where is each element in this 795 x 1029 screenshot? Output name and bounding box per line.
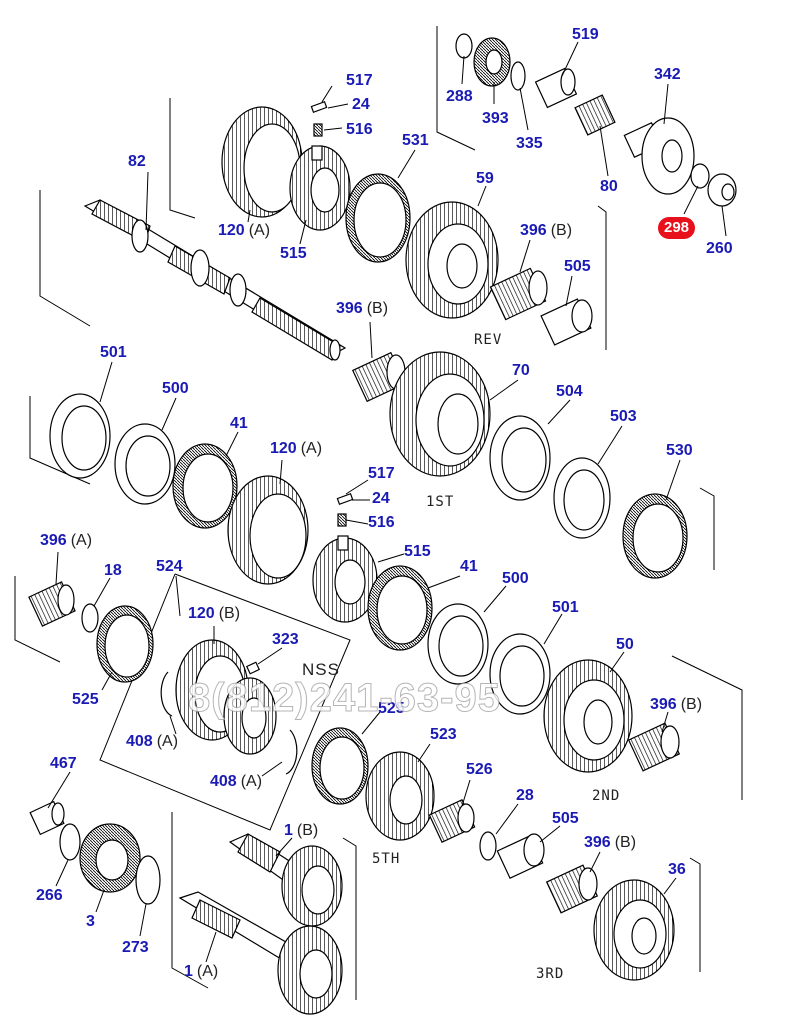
top-right-parts	[455, 33, 737, 207]
callout-505-bottom: 505	[552, 810, 579, 827]
rings-41-500-501-lower	[367, 565, 551, 715]
callout-266: 266	[36, 887, 63, 904]
countershaft-1a	[178, 891, 343, 1015]
section-label-2nd: 2ND	[592, 788, 621, 804]
parts-28-505	[479, 831, 545, 879]
group-524	[160, 639, 298, 775]
callout-516-mid: 516	[368, 514, 395, 531]
section-label-1st: 1ST	[426, 494, 455, 510]
callout-500-top: 500	[162, 380, 189, 397]
callout-393: 393	[482, 110, 509, 127]
ring-531	[345, 173, 411, 263]
callout-515-mid: 515	[404, 543, 431, 560]
callout-342: 342	[654, 66, 681, 83]
callout-501-top: 501	[100, 344, 127, 361]
second-gear-50	[543, 659, 633, 773]
callout-396a: 396(A)	[40, 532, 93, 549]
callout-120a-top: 120(A)	[218, 222, 271, 239]
callout-120a-mid: 120(A)	[270, 440, 323, 457]
main-shaft	[83, 199, 347, 361]
rings-501-500-41	[49, 393, 238, 529]
callout-1b: 1(B)	[284, 822, 319, 839]
bearing-526	[428, 799, 476, 843]
callout-70: 70	[512, 362, 530, 379]
callout-530: 530	[666, 442, 693, 459]
callout-396b-right: 396(B)	[650, 696, 703, 713]
bearing-396a	[28, 581, 76, 627]
callout-3: 3	[86, 913, 95, 930]
callout-501-mid: 501	[552, 599, 579, 616]
callout-396b-top: 396(B)	[520, 222, 573, 239]
callout-396b-bottom: 396(B)	[584, 834, 637, 851]
sleeve-120a-mid	[227, 475, 309, 585]
sleeve-120a-top	[221, 106, 303, 218]
reverse-gear-59	[405, 201, 499, 319]
callout-517-top: 517	[346, 72, 373, 89]
callout-396b-mid: 396(B)	[336, 300, 389, 317]
callout-504: 504	[556, 383, 583, 400]
callout-523: 523	[430, 726, 457, 743]
callout-519: 519	[572, 26, 599, 43]
rings-504-503-530	[489, 415, 688, 579]
hub-515-top	[289, 101, 351, 231]
callout-500-mid: 500	[502, 570, 529, 587]
countershaft-1b	[228, 833, 343, 927]
callout-526: 526	[466, 761, 493, 778]
watermark-phone: 8(812)241-63-95	[188, 676, 501, 721]
callout-273: 273	[122, 939, 149, 956]
first-gear-70	[389, 351, 491, 477]
callout-505-top: 505	[564, 258, 591, 275]
callout-524: 524	[156, 558, 183, 575]
callout-36: 36	[668, 861, 686, 878]
callout-531: 531	[402, 132, 429, 149]
callout-298-highlight: 298	[658, 217, 696, 239]
callout-525-mid: 525	[378, 700, 405, 717]
callout-288: 288	[446, 88, 473, 105]
section-label-nss: NSS	[302, 660, 340, 679]
callout-50: 50	[616, 636, 634, 653]
callout-467: 467	[50, 755, 77, 772]
third-gear-36	[593, 879, 675, 981]
section-label-3rd: 3RD	[536, 966, 565, 982]
callout-24-mid: 24	[372, 490, 390, 507]
callout-120b: 120(B)	[188, 605, 241, 622]
callout-515-top: 515	[280, 245, 307, 262]
callout-408a-right: 408(A)	[210, 773, 263, 790]
callout-1a: 1(A)	[184, 963, 219, 980]
fifth-gear-523	[365, 751, 435, 841]
callout-41-mid: 41	[460, 558, 478, 575]
collar-505-top	[540, 298, 593, 346]
bearing-396b-lowright	[627, 722, 681, 772]
callout-24-top: 24	[352, 96, 370, 113]
callout-28: 28	[516, 787, 534, 804]
callout-260: 260	[706, 240, 733, 257]
section-label-rev: REV	[474, 332, 503, 348]
bearing-396b-top	[489, 267, 548, 321]
callout-503: 503	[610, 408, 637, 425]
callout-408a-left: 408(A)	[126, 733, 179, 750]
callout-323: 323	[272, 631, 299, 648]
callout-59: 59	[476, 170, 494, 187]
ring-18-525	[81, 603, 154, 683]
ring-525-mid	[311, 727, 369, 805]
section-label-5th: 5TH	[372, 851, 401, 867]
callout-80: 80	[600, 178, 618, 195]
callout-82: 82	[128, 153, 146, 170]
callout-41-top: 41	[230, 415, 248, 432]
parts-467-266-3-273	[29, 800, 161, 905]
bearing-396b-bottom	[545, 864, 599, 914]
callout-517-mid: 517	[368, 465, 395, 482]
hub-515-mid	[312, 493, 378, 623]
callout-18: 18	[104, 562, 122, 579]
callout-516-top: 516	[346, 121, 373, 138]
callout-525-left: 525	[72, 691, 99, 708]
callout-335: 335	[516, 135, 543, 152]
bearing-396b-mid	[351, 351, 407, 403]
